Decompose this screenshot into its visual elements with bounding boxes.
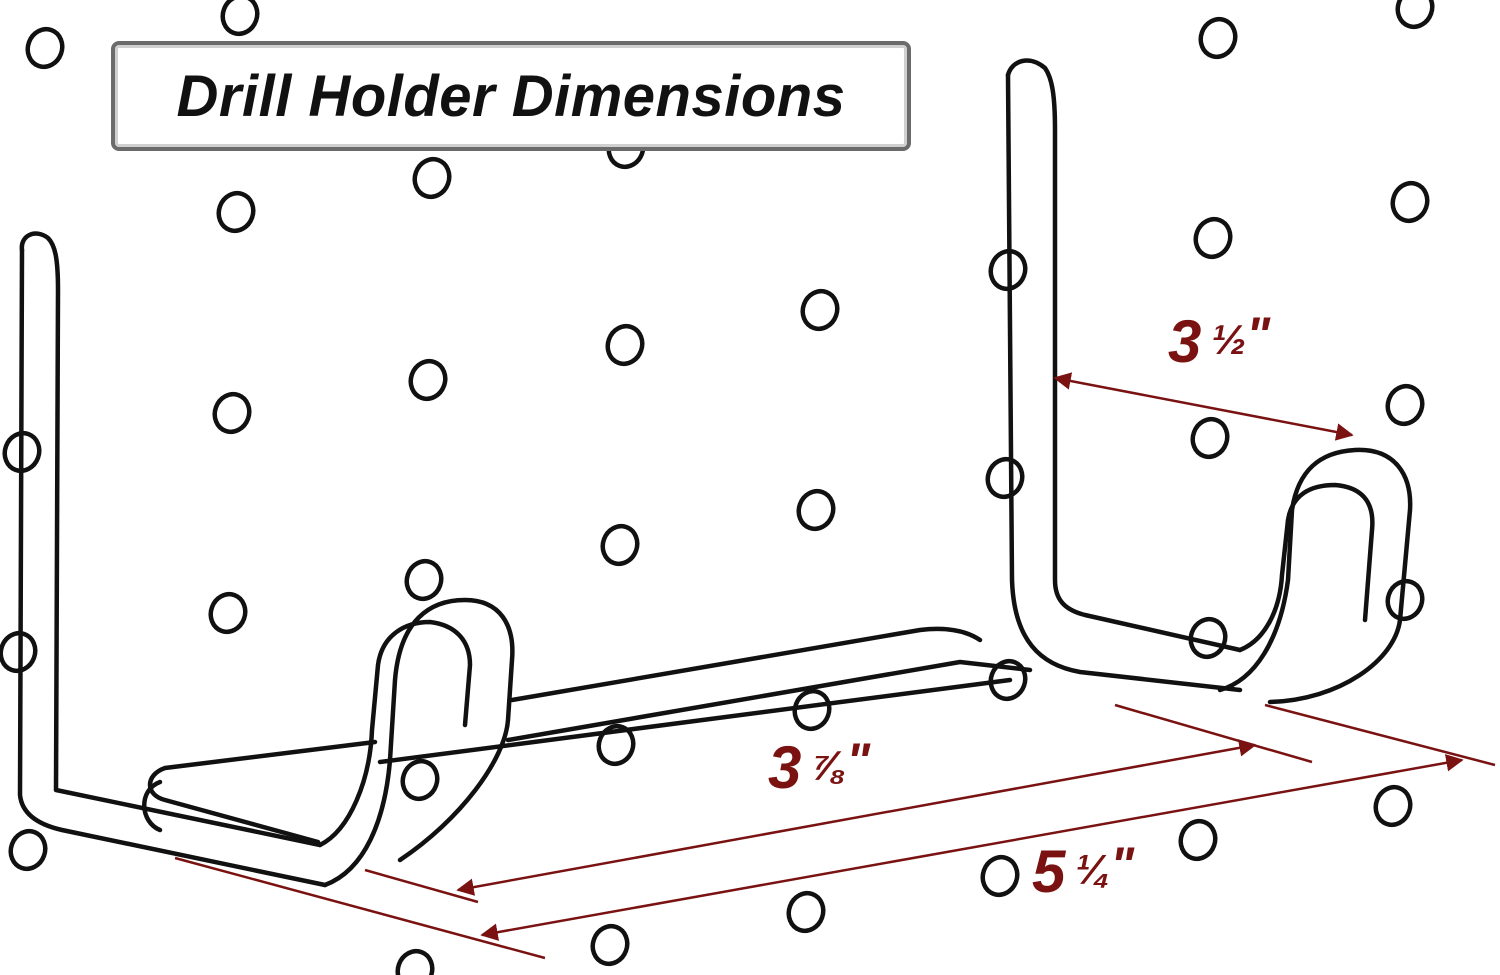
dimension-fraction: ½ — [1211, 316, 1247, 363]
right-upright-outer — [1005, 58, 1243, 653]
pegboard-hole — [1178, 818, 1218, 862]
pegboard-hole — [980, 854, 1020, 898]
dimension-whole: 3 — [1168, 308, 1202, 375]
pegboard-hole — [212, 391, 252, 435]
pegboard-hole — [25, 26, 65, 70]
extension-line-right-inner — [1114, 703, 1313, 764]
dimension-unit: " — [1110, 837, 1135, 893]
pegboard-hole — [792, 688, 832, 732]
right-hook-outer — [1217, 447, 1413, 705]
dimension-whole: 5 — [1032, 838, 1066, 905]
pegboard-hole — [590, 923, 630, 967]
title-box: Drill Holder Dimensions — [111, 41, 911, 151]
pegboard-hole — [0, 630, 38, 674]
pegboard-hole — [208, 591, 248, 635]
left-base-loop — [147, 739, 378, 845]
cross-rail-lower — [377, 677, 1013, 765]
pegboard-hole — [600, 523, 640, 567]
pegboard-hole — [220, 0, 260, 37]
pegboard-hole — [1373, 784, 1413, 828]
wire-holder — [17, 58, 1413, 888]
hook-width-arrow — [1053, 372, 1354, 441]
pegboard-hole — [8, 828, 48, 872]
pegboard-hole — [408, 358, 448, 402]
pegboard-hole — [1193, 216, 1233, 260]
pegboard-hole — [786, 890, 826, 934]
pegboard-hole — [800, 288, 840, 332]
extension-line-left-inner — [364, 868, 479, 904]
overall-length-arrow — [480, 754, 1464, 941]
pegboard-hole — [1198, 16, 1238, 60]
extension-line-right — [1264, 703, 1496, 767]
left-upright-outer — [19, 231, 323, 848]
pegboard-hole — [796, 488, 836, 532]
pegboard-hole — [395, 948, 435, 975]
pegboard-hole — [404, 558, 444, 602]
pegboard-hole — [605, 323, 645, 367]
pegboard-hole — [1390, 180, 1430, 224]
pegboard-hole — [985, 456, 1025, 500]
pegboard-hole — [216, 190, 256, 234]
pegboard-hole — [988, 658, 1028, 702]
dimension-unit: " — [1246, 307, 1271, 363]
cross-rail-bottom — [505, 659, 1033, 743]
pegboard-hole — [988, 248, 1028, 292]
dimension-unit: " — [846, 733, 871, 789]
left-base-loop-inner — [142, 779, 163, 833]
left-hook-inner — [317, 619, 473, 848]
pegboard-hole — [1188, 616, 1228, 660]
diagram-title: Drill Holder Dimensions — [176, 63, 846, 129]
dimension-whole: 3 — [768, 734, 802, 801]
right-upright-inner — [1005, 72, 1243, 693]
dimension-fraction: ⅞ — [811, 742, 847, 789]
cross-rail-top — [509, 626, 983, 703]
pegboard-hole — [1190, 416, 1230, 460]
pegboard-hole — [412, 156, 452, 200]
right-hook-inner — [1237, 482, 1375, 653]
pegboard-hole — [400, 758, 440, 802]
pegboard-hole — [1395, 0, 1435, 30]
pegboard-hole — [1385, 383, 1425, 427]
dimension-lines — [174, 372, 1496, 960]
left-upright-inner — [17, 247, 328, 888]
dimension-fraction: ¼ — [1075, 846, 1111, 893]
extension-line-left — [174, 856, 546, 960]
pegboard-hole — [2, 430, 42, 474]
